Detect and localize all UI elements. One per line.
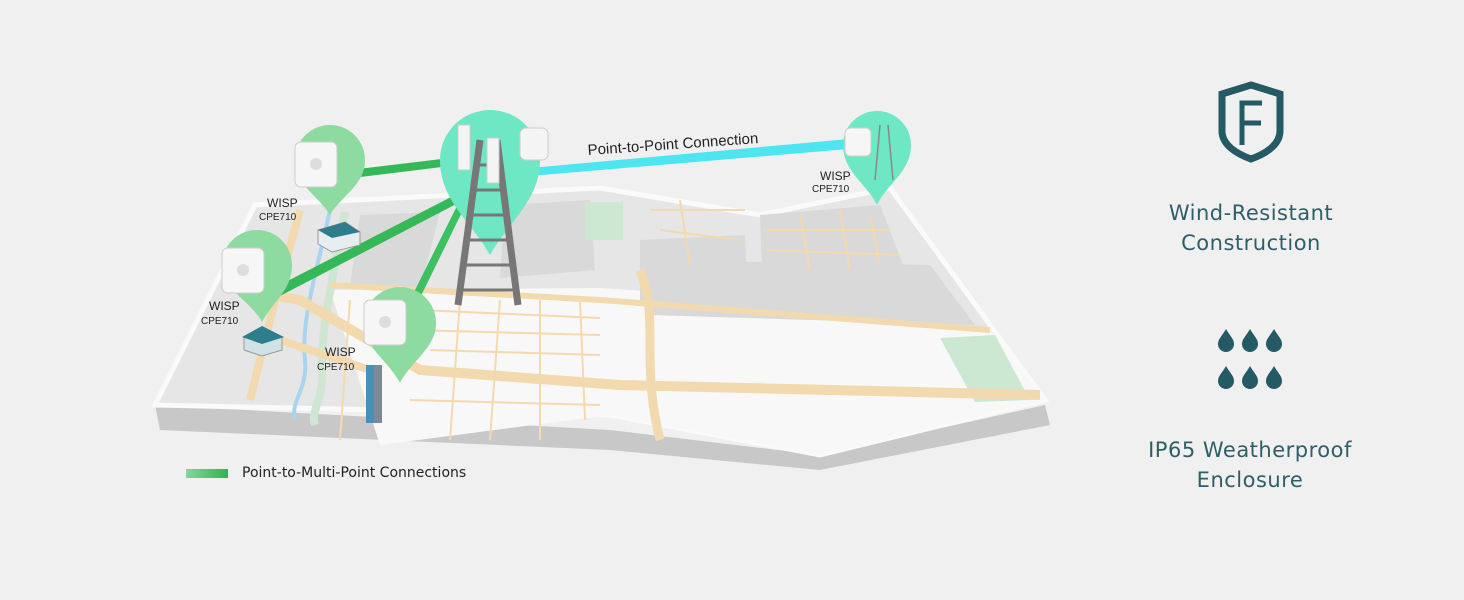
feature-wind-resistant: Wind-Resistant Construction: [1101, 198, 1401, 258]
client-model-label: CPE710: [201, 316, 239, 327]
roads: [239, 199, 1041, 442]
client-model-label: CPE710: [812, 184, 850, 195]
building-icon: [317, 221, 361, 253]
legend: Point-to-Multi-Point Connections: [186, 465, 466, 481]
p2mp-link: [270, 195, 460, 296]
client-pin: [294, 125, 365, 215]
map-blocks: [350, 200, 975, 325]
water-drops-icon: [1218, 329, 1282, 389]
feature-title-line2: Enclosure: [1196, 468, 1304, 492]
client-role-label: WISP: [325, 345, 356, 359]
tower-icon: [454, 139, 522, 306]
tower-rungs: [462, 163, 515, 292]
client-pin: [221, 230, 292, 322]
legend-label: Point-to-Multi-Point Connections: [242, 465, 467, 481]
feature-title-line1: Wind-Resistant: [1168, 201, 1334, 225]
feature-title-line2: Construction: [1181, 231, 1321, 255]
sector-antenna: [486, 137, 500, 184]
park: [585, 202, 623, 240]
sector-antenna: [457, 124, 471, 171]
client-model-label: CPE710: [259, 212, 297, 223]
client-pin: [363, 287, 436, 383]
client-role-label: WISP: [820, 169, 851, 183]
feature-ip65: IP65 Weatherproof Enclosure: [1100, 435, 1400, 495]
p2p-link: [530, 138, 860, 176]
client-pin: [843, 111, 911, 205]
shield-f-icon: [1218, 81, 1284, 163]
feature-title-line1: IP65 Weatherproof: [1148, 438, 1352, 462]
house-icon: [242, 326, 284, 357]
client-model-label: CPE710: [317, 362, 355, 373]
p2mp-legend-swatch: [186, 468, 228, 478]
map-light-section: [330, 288, 1045, 455]
client-role-label: WISP: [209, 299, 240, 313]
client-role-label: WISP: [267, 196, 298, 210]
skyscraper-icon: [366, 365, 382, 423]
dish-antenna: [519, 127, 549, 161]
p2mp-link: [410, 200, 466, 302]
p2mp-link: [350, 158, 450, 178]
park: [940, 335, 1030, 402]
